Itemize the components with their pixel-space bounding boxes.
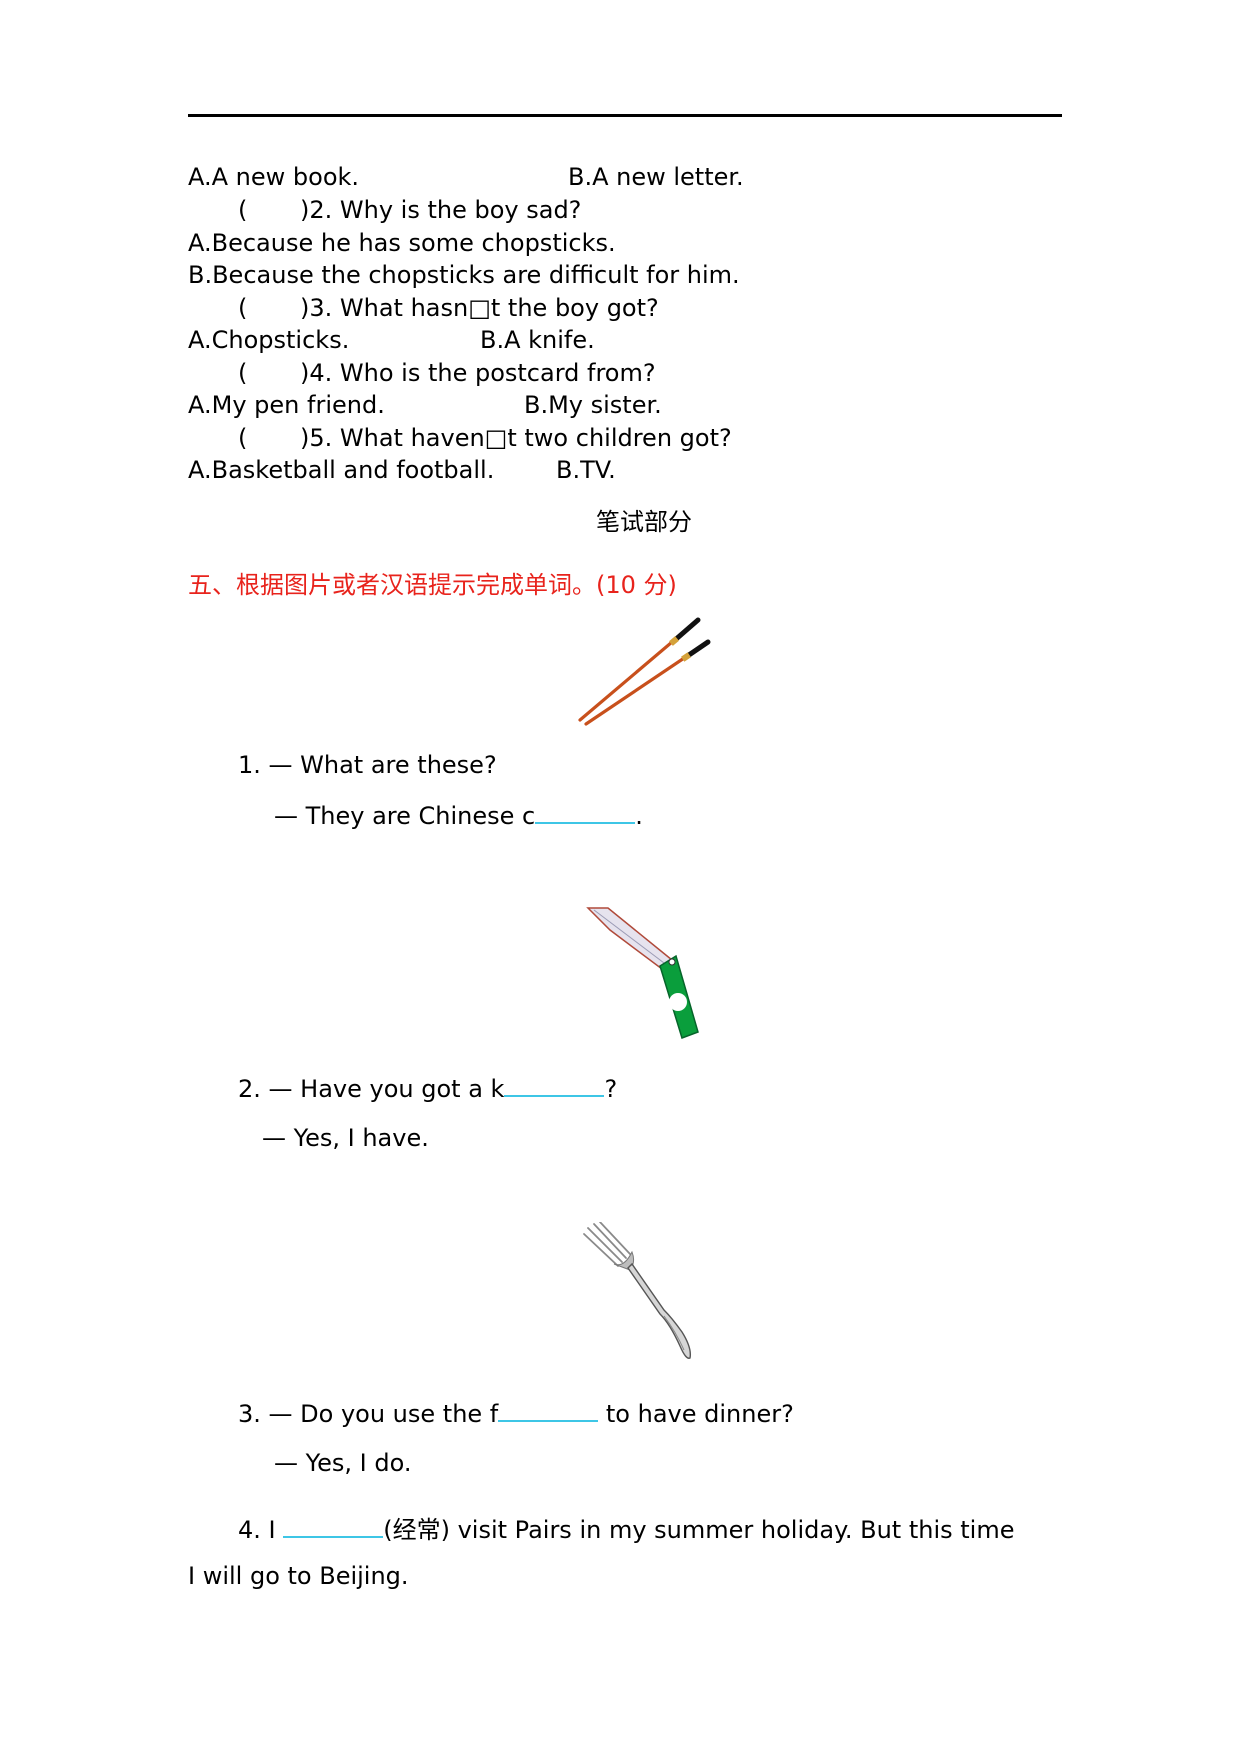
fill-q2-prefix: 2. — Have you got a k <box>238 1075 505 1103</box>
fill-q2-line1: 2. — Have you got a k? <box>238 1073 617 1104</box>
fill-q4-suffix: (经常) visit Pairs in my summer holiday. B… <box>383 1516 1015 1544</box>
fill-q2-suffix: ? <box>604 1075 618 1103</box>
fill-q3-prefix: 3. — Do you use the f <box>238 1400 499 1428</box>
fill-q4-prefix: 4. I <box>238 1516 284 1544</box>
q2-question: )2. Why is the boy sad? <box>300 196 582 224</box>
q3-option-b: B.A knife. <box>480 326 595 354</box>
q4-question: )4. Who is the postcard from? <box>300 359 656 387</box>
fill-q1-line1: 1. — What are these? <box>238 751 497 779</box>
fill-q2-line2: — Yes, I have. <box>262 1124 429 1152</box>
fill-q3-line1: 3. — Do you use the f to have dinner? <box>238 1398 794 1429</box>
fork-icon <box>583 1222 692 1359</box>
q2-option-a: A.Because he has some chopsticks. <box>188 229 616 257</box>
header-rule <box>188 114 1062 117</box>
q4-option-a: A.My pen friend. <box>188 391 385 419</box>
q3-option-a: A.Chopsticks. <box>188 326 350 354</box>
blank-often[interactable] <box>283 1514 384 1538</box>
fill-q3-suffix: to have dinner? <box>598 1400 794 1428</box>
q5-paren: ( <box>238 424 248 452</box>
q2-option-b: B.Because the chopsticks are difficult f… <box>188 261 740 289</box>
q4-option-b: B.My sister. <box>524 391 662 419</box>
q1-option-a: A.A new book. <box>188 163 360 191</box>
q3-paren: ( <box>238 294 248 322</box>
knife-icon <box>586 907 699 1039</box>
blank-knife[interactable] <box>504 1073 605 1097</box>
q4-paren: ( <box>238 359 248 387</box>
fill-q1-suffix: . <box>635 802 643 830</box>
fill-q1-line2: — They are Chinese c. <box>274 800 643 831</box>
q5-question: )5. What haven□t two children got? <box>300 424 732 452</box>
blank-fork[interactable] <box>498 1398 599 1422</box>
fill-q4-line1: 4. I (经常) visit Pairs in my summer holid… <box>238 1514 1014 1545</box>
q3-question: )3. What hasn□t the boy got? <box>300 294 659 322</box>
fill-q3-line2: — Yes, I do. <box>274 1449 412 1477</box>
written-heading: 笔试部分 <box>596 508 692 536</box>
q5-option-a: A.Basketball and football. <box>188 456 495 484</box>
fill-q1-prefix: — They are Chinese c <box>274 802 536 830</box>
chopsticks-icon <box>578 617 711 726</box>
q5-option-b: B.TV. <box>556 456 616 484</box>
section-title: 五、根据图片或者汉语提示完成单词。(10 分) <box>188 571 677 599</box>
blank-chopsticks[interactable] <box>535 800 636 824</box>
q1-option-b: B.A new letter. <box>568 163 744 191</box>
fill-q4-line2: I will go to Beijing. <box>188 1562 409 1590</box>
q2-paren: ( <box>238 196 248 224</box>
